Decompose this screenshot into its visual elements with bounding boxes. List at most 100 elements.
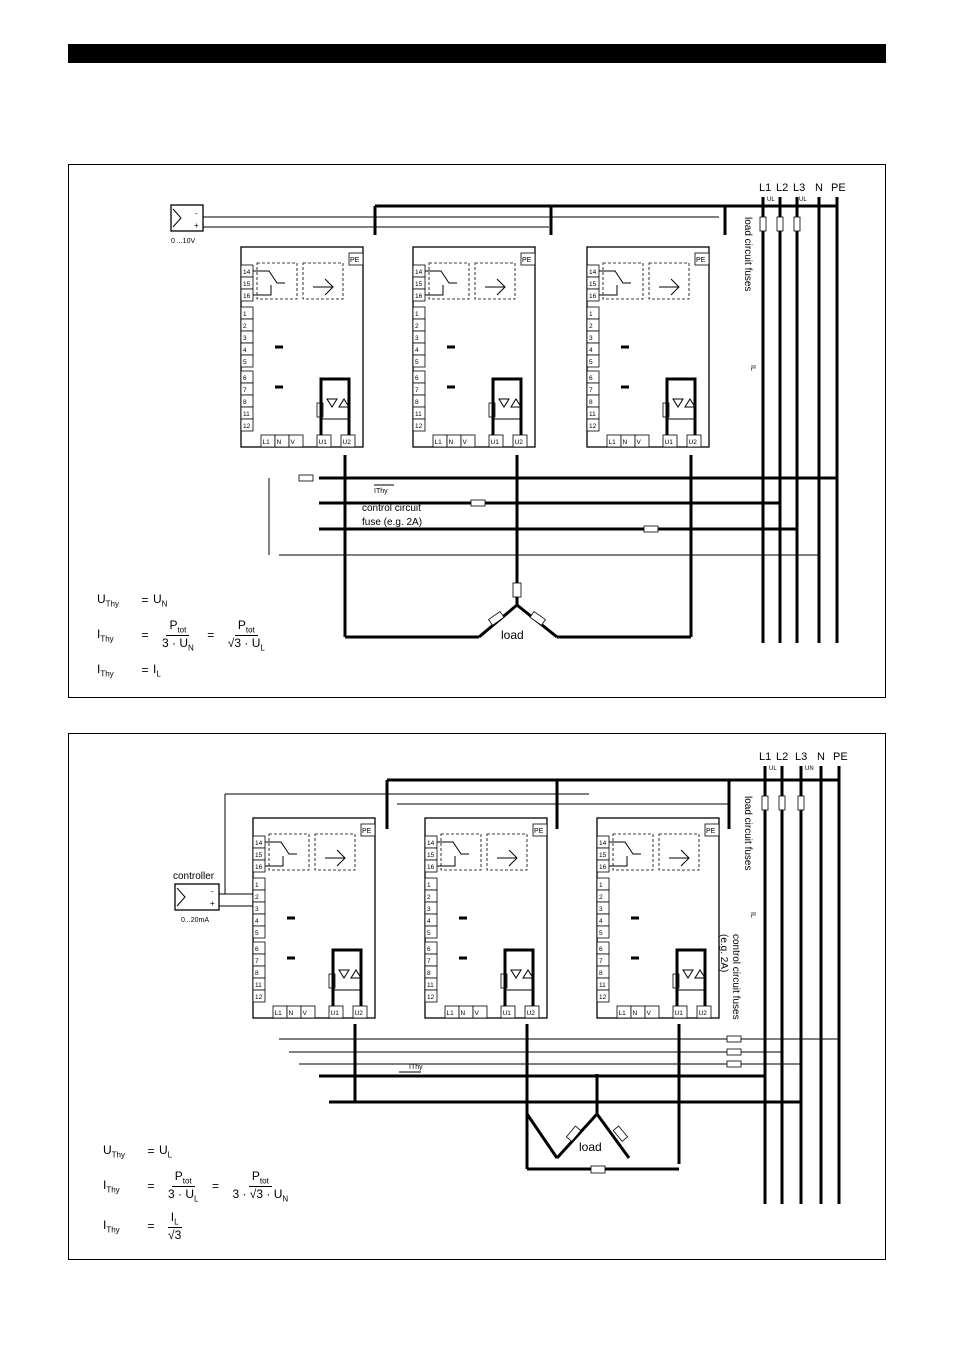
diagram-panel-delta: L1 L2 L3 N PE UL UN load circuit fuses I… [68, 733, 886, 1260]
terminal-4: 4 [243, 347, 247, 354]
voltage-label-1: UL [767, 197, 775, 203]
bottom-terminal-l1: L1 [275, 1010, 283, 1017]
bottom-terminal-u1: U1 [665, 439, 674, 446]
controller-label: controller [173, 871, 215, 882]
terminal-5: 5 [255, 930, 259, 937]
thy-current-label: IThy [374, 488, 388, 495]
terminal-16: 16 [415, 293, 423, 300]
terminal-8: 8 [243, 399, 247, 406]
bottom-terminal-n: N [461, 1010, 466, 1017]
terminal-5: 5 [589, 359, 593, 366]
terminal-11: 11 [415, 411, 422, 418]
terminal-2: 2 [415, 323, 419, 330]
bottom-terminal-l1: L1 [263, 439, 271, 446]
terminal-4: 4 [415, 347, 419, 354]
input-signal-label: 0...20mA [181, 917, 209, 924]
terminal-2: 2 [255, 894, 259, 901]
terminal-5: 5 [243, 359, 247, 366]
line-label-pe: PE [831, 182, 846, 194]
terminal-7: 7 [415, 387, 419, 394]
terminal-12: 12 [599, 994, 607, 1001]
terminal-6: 6 [599, 946, 603, 953]
control-fuse-label-2: (e.g. 2A) [718, 934, 729, 972]
terminal-4: 4 [427, 918, 431, 925]
pe-terminal: PE [706, 828, 716, 835]
terminal-6: 6 [255, 946, 259, 953]
svg-text:+: + [194, 221, 199, 230]
terminal-11: 11 [599, 982, 606, 989]
terminal-16: 16 [589, 293, 597, 300]
bottom-terminal-u2: U2 [699, 1010, 708, 1017]
terminal-14: 14 [427, 840, 435, 847]
line-label-l3: L3 [795, 751, 807, 763]
terminal-3: 3 [599, 906, 603, 913]
terminal-8: 8 [589, 399, 593, 406]
thy-current-label: IThy [409, 1064, 423, 1071]
terminal-6: 6 [427, 946, 431, 953]
terminal-6: 6 [243, 375, 247, 382]
svg-text:-: - [195, 209, 198, 218]
terminal-15: 15 [589, 281, 597, 288]
terminal-8: 8 [599, 970, 603, 977]
bottom-terminal-u1: U1 [331, 1010, 340, 1017]
load-label: load [501, 628, 524, 642]
line-label-n: N [815, 182, 823, 194]
line-label-l2: L2 [776, 751, 788, 763]
terminal-11: 11 [255, 982, 262, 989]
terminal-2: 2 [599, 894, 603, 901]
load-label: load [579, 1140, 602, 1154]
terminal-14: 14 [415, 269, 423, 276]
terminal-15: 15 [415, 281, 423, 288]
bottom-terminal-n: N [289, 1010, 294, 1017]
terminal-12: 12 [243, 423, 251, 430]
terminal-1: 1 [599, 882, 603, 889]
input-signal-label: 0 ...10V [171, 238, 195, 245]
terminal-14: 14 [243, 269, 251, 276]
terminal-3: 3 [415, 335, 419, 342]
bottom-terminal-v: V [637, 439, 642, 446]
bottom-terminal-l1: L1 [609, 439, 617, 446]
bottom-terminal-n: N [277, 439, 282, 446]
terminal-5: 5 [599, 930, 603, 937]
voltage-label-1: UL [769, 766, 777, 772]
header-bar [68, 44, 886, 63]
bottom-terminal-u2: U2 [355, 1010, 364, 1017]
diagram-panel-star: L1 L2 L3 N PE UL UL load circuit fuses I… [68, 164, 886, 698]
line-label-l3: L3 [793, 182, 805, 194]
bottom-terminal-v: V [463, 439, 468, 446]
terminal-8: 8 [415, 399, 419, 406]
terminal-6: 6 [415, 375, 419, 382]
terminal-4: 4 [255, 918, 259, 925]
terminal-3: 3 [255, 906, 259, 913]
bottom-terminal-u2: U2 [343, 439, 352, 446]
terminal-11: 11 [589, 411, 596, 418]
terminal-7: 7 [243, 387, 247, 394]
bottom-terminal-n: N [623, 439, 628, 446]
terminal-2: 2 [243, 323, 247, 330]
terminal-15: 15 [243, 281, 251, 288]
terminal-8: 8 [255, 970, 259, 977]
line-label-pe: PE [833, 751, 848, 763]
terminal-11: 11 [427, 982, 434, 989]
terminal-1: 1 [589, 311, 593, 318]
terminal-15: 15 [599, 852, 607, 859]
terminal-4: 4 [589, 347, 593, 354]
voltage-label-2: UN [805, 766, 814, 772]
terminal-5: 5 [415, 359, 419, 366]
terminal-5: 5 [427, 930, 431, 937]
terminal-12: 12 [415, 423, 423, 430]
terminal-16: 16 [427, 864, 435, 871]
svg-text:-: - [211, 887, 214, 896]
pe-terminal: PE [522, 257, 532, 264]
svg-text:+: + [210, 899, 215, 908]
bottom-terminal-v: V [291, 439, 296, 446]
voltage-label-2: UL [799, 197, 807, 203]
terminal-6: 6 [589, 375, 593, 382]
terminal-2: 2 [589, 323, 593, 330]
